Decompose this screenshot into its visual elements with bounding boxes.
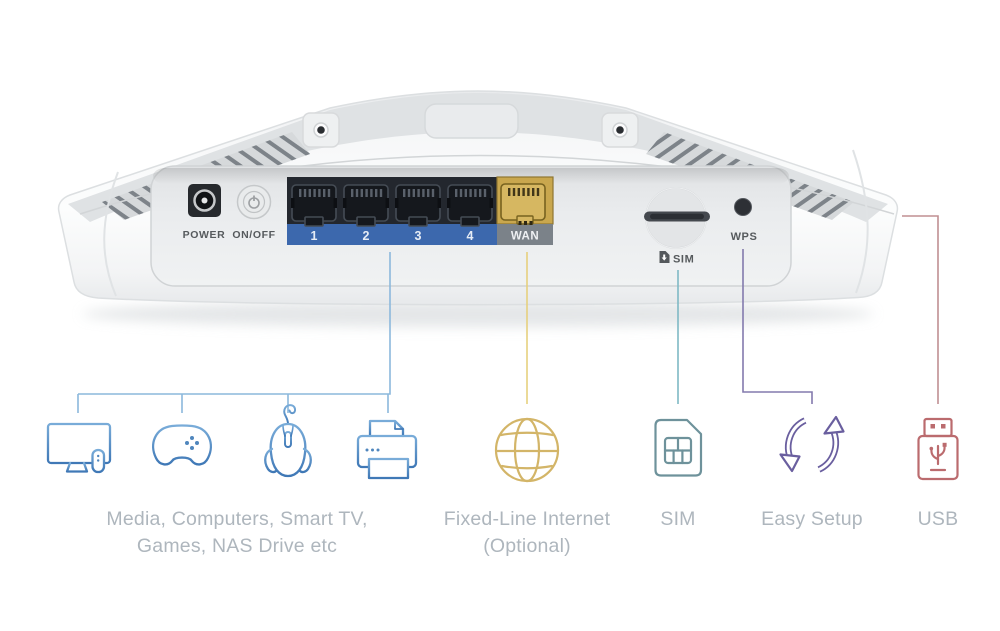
caption-media-line2: Games, NAS Drive etc <box>137 535 337 557</box>
caption-sim: SIM <box>660 508 695 530</box>
wan-label: WAN <box>511 231 539 243</box>
callout-line-lan <box>77 252 391 413</box>
ethernet-block: 1 2 3 4 WAN <box>287 176 554 245</box>
right-facet-line <box>852 149 869 294</box>
globe-icon <box>494 417 560 483</box>
gamepad-icon <box>152 424 212 466</box>
sim-label: SIM <box>673 254 694 266</box>
callout-line-usb <box>902 215 939 404</box>
sim-card-icon <box>654 418 703 477</box>
icons-row <box>46 404 959 483</box>
lan-port-3 <box>394 184 442 227</box>
sim-insert-arrow <box>661 254 667 261</box>
mount-tab <box>424 103 519 139</box>
sim-label-group: SIM <box>659 251 694 266</box>
lan-number-2: 2 <box>363 229 370 243</box>
caption-internet-line1: Fixed-Line Internet <box>444 508 611 530</box>
lan-port-4 <box>446 184 494 227</box>
onoff-label: ON/OFF <box>232 229 275 241</box>
mouse-icon <box>264 404 312 478</box>
screw-mount-right <box>601 112 639 148</box>
wan-port <box>500 183 546 225</box>
captions: Media, Computers, Smart TV, Games, NAS D… <box>106 508 958 557</box>
screw-mount-left <box>302 112 340 148</box>
power-jack <box>188 184 221 217</box>
lan-port-2 <box>342 184 390 227</box>
wps-button <box>734 198 752 216</box>
callout-line-wps <box>742 249 813 404</box>
callout-lines <box>77 215 939 413</box>
caption-usb: USB <box>918 508 959 530</box>
sim-slot <box>644 187 710 249</box>
caption-internet-line2: (Optional) <box>483 535 571 557</box>
lan-number-4: 4 <box>467 229 474 243</box>
lan-band <box>287 224 497 245</box>
sync-arrows-icon <box>779 415 845 473</box>
lan-port-1 <box>290 184 338 227</box>
device-shadow <box>82 301 874 327</box>
caption-easy-setup: Easy Setup <box>761 508 863 530</box>
caption-media-line1: Media, Computers, Smart TV, <box>106 508 367 530</box>
lan-number-1: 1 <box>311 229 318 243</box>
onoff-button <box>236 184 272 220</box>
left-facet-line <box>103 171 119 297</box>
tv-icon <box>46 422 112 474</box>
usb-drive-icon <box>917 417 959 481</box>
power-label: POWER <box>183 229 226 241</box>
lan-number-3: 3 <box>415 229 422 243</box>
wps-label: WPS <box>731 231 758 243</box>
wan-band <box>497 224 553 245</box>
printer-icon <box>356 419 418 480</box>
